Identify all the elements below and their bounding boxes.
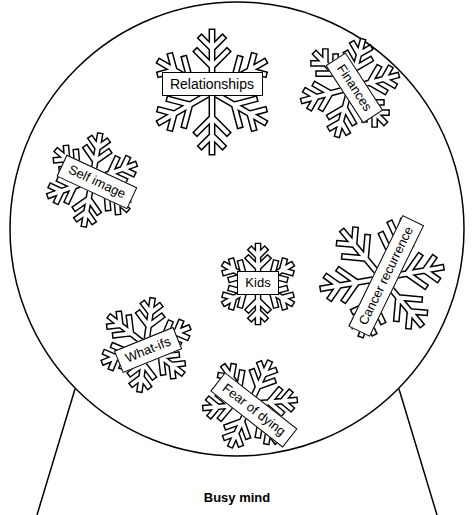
- globe-base: [37, 389, 75, 515]
- label-box: Kids: [237, 271, 279, 295]
- label-box: Relationships: [162, 72, 263, 97]
- snowflake: [191, 345, 309, 464]
- snowflake: [306, 201, 459, 354]
- globe-base: [399, 389, 437, 515]
- globe-label: Busy mind: [204, 490, 270, 505]
- snowflake: [40, 128, 143, 232]
- label-text: Relationships: [169, 76, 256, 93]
- snowflake: [292, 29, 409, 146]
- snowflake: [153, 32, 272, 152]
- snowflake: [220, 246, 295, 322]
- label-text: Kids: [244, 275, 272, 291]
- snowflake: [96, 294, 196, 395]
- globe-outline: [10, 2, 464, 456]
